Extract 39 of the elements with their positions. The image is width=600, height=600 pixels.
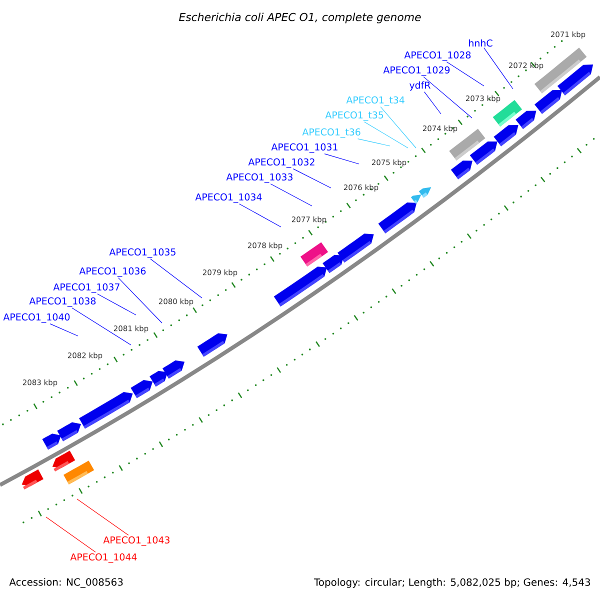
gene-label: APECO1_1028	[404, 51, 471, 61]
leader-line	[97, 294, 136, 316]
leader-line	[446, 62, 484, 86]
leader-line	[118, 278, 162, 324]
gene-label: APECO1_t36	[302, 128, 360, 138]
gene-label: hnhC	[469, 39, 492, 47]
leader-line	[423, 76, 472, 118]
leader-line	[76, 498, 129, 536]
leader-line	[380, 106, 416, 148]
gene-label: APECO1_1029	[383, 66, 450, 76]
gene-label: APECO1_1033	[226, 173, 292, 183]
leader-line	[72, 308, 132, 346]
accession-label: Accession: NC_008563	[9, 578, 123, 588]
gene-label: APECO1_1044	[70, 553, 137, 563]
gene-label: APECO1_1038	[29, 297, 96, 307]
gene-label: APECO1_1034	[195, 193, 262, 203]
leader-line	[357, 138, 390, 146]
gene-label: ydfR	[410, 81, 430, 91]
leader-line	[50, 324, 78, 336]
gene-label: APECO1_1043	[103, 536, 170, 546]
gene-label: APECO1_1040	[3, 313, 70, 323]
gene-label: APECO1_1037	[53, 283, 120, 293]
gene-label: APECO1_1031	[271, 143, 338, 153]
gene-label: APECO1_t34	[346, 96, 404, 106]
gene-label: APECO1_1035	[109, 248, 176, 258]
leader-line	[484, 48, 514, 90]
gene-label: APECO1_1036	[79, 267, 146, 277]
gene-label: APECO1_1032	[248, 158, 314, 168]
leader-line	[150, 258, 202, 298]
leader-line	[292, 168, 332, 188]
title: Escherichia coli APEC O1, complete genome	[179, 12, 421, 24]
leader-line	[424, 91, 442, 114]
leader-line	[324, 154, 360, 164]
leader-line	[364, 122, 408, 148]
gene-label: APECO1_t35	[325, 111, 384, 121]
leader-line	[46, 516, 96, 552]
leader-line	[270, 184, 312, 206]
leader-line	[238, 204, 282, 228]
topology-label: Topology: circular; Length: 5,082,025 bp; Genes: 4,543	[314, 578, 590, 588]
